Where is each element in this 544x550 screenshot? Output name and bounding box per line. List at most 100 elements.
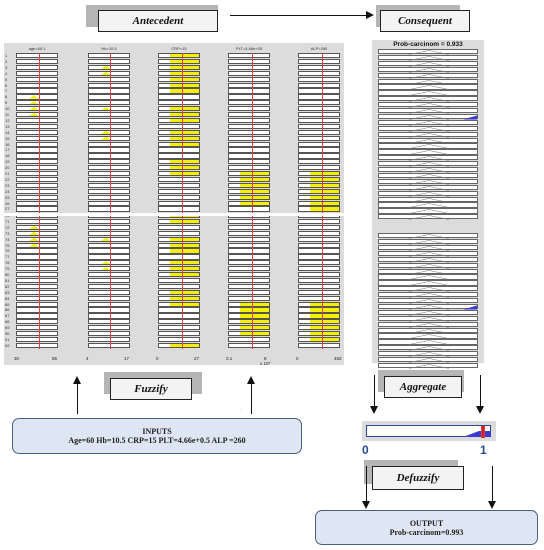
rule-cell [158,236,200,242]
rule-cell [88,254,130,260]
rule-cell [228,112,270,118]
rule-cell [158,342,200,349]
row-number: 80 [5,272,10,277]
membership-fill [101,261,111,265]
membership-fill [240,332,269,336]
rule-cell [16,88,58,94]
rule-cell [16,224,58,231]
membership-fill [29,225,39,230]
axis-exponent: x 10⁵ [260,361,271,366]
rule-cell [228,224,270,231]
membership-fill [310,314,339,318]
rule-cell [88,188,130,194]
rule-cell [158,100,200,106]
rule-cell [158,53,200,59]
row-number: 87 [5,313,10,319]
row-number: 25 [5,194,10,200]
membership-fill [29,231,39,235]
row-number: 15 [5,135,10,141]
rule-cell [158,147,200,153]
rule-cell [88,319,130,325]
inputs-title: INPUTS [142,427,172,436]
rule-cell [88,176,130,183]
membership-fill [240,326,269,330]
rule-cell [88,182,130,189]
rule-cell [88,336,130,343]
rule-cell [88,165,130,171]
rule-cell [16,112,58,118]
rule-cell [158,159,200,165]
rule-cell [16,200,58,206]
rule-cell [298,106,340,112]
fuzzify-label: Fuzzify [110,378,192,400]
rule-cell [298,336,340,343]
consequent-cell [378,233,478,239]
membership-fill [170,118,199,123]
consequent-cell [378,113,478,120]
rule-cell [228,194,270,200]
membership-fill [170,261,199,265]
rule-cell [158,123,200,130]
rule-cell [228,301,270,307]
rule-cell [228,313,270,319]
rule-cell [158,176,200,183]
rule-cell [298,200,340,206]
rule-cell [16,342,58,349]
row-number: 1 [5,53,8,58]
rule-cell [16,301,58,307]
rule-cell [88,82,130,88]
consequent-cell [378,167,478,173]
row-number: 83 [5,289,10,295]
rule-cell [228,289,270,295]
aggregate-arrow-right [480,375,481,407]
rule-cell [16,325,58,331]
rule-cell [88,117,130,124]
row-number: 74 [5,236,10,242]
membership-fill [240,302,269,306]
rule-cell [16,289,58,295]
block-separator [4,213,344,217]
axis-min: 0.1 [226,356,233,361]
rule-cell [88,272,130,278]
row-number: 71 [5,218,10,224]
rule-cell [228,182,270,189]
membership-fill [310,207,339,211]
consequent-cell [378,49,478,55]
rule-cell [16,153,58,159]
defuzzify-arrow-left [366,466,367,502]
rule-cell [228,106,270,112]
rule-cell [158,230,200,236]
input-value-line [251,53,253,349]
rule-cell [298,112,340,118]
rule-cell [228,242,270,248]
consequent-cell [378,333,478,340]
row-number: 20 [5,165,10,171]
consequent-cell [378,239,478,245]
rule-cell [88,64,130,71]
rule-cell [88,129,130,135]
rule-cell [298,301,340,307]
rule-cell [228,70,270,76]
membership-fill [29,237,39,241]
rule-cell [16,260,58,266]
axis-min: 0 [156,356,159,361]
rule-cell [228,325,270,331]
consequent-cell [378,292,478,298]
row-number: 91 [5,336,10,342]
rule-cell [228,53,270,59]
row-number: 23 [5,182,10,188]
consequent-cell [378,66,478,73]
consequent-cell [378,268,478,275]
defuzzify-label: Defuzzify [372,466,464,490]
rule-cell [158,135,200,141]
rule-cell [16,70,58,76]
rule-cell [158,94,200,100]
rule-cell [228,82,270,88]
rule-cell [16,182,58,189]
membership-fill [170,249,199,253]
rule-cell [298,194,340,200]
row-number: 18 [5,153,10,159]
rule-cell [16,319,58,325]
consequent-panel: Prob-carcinom = 0.933 [372,40,484,369]
